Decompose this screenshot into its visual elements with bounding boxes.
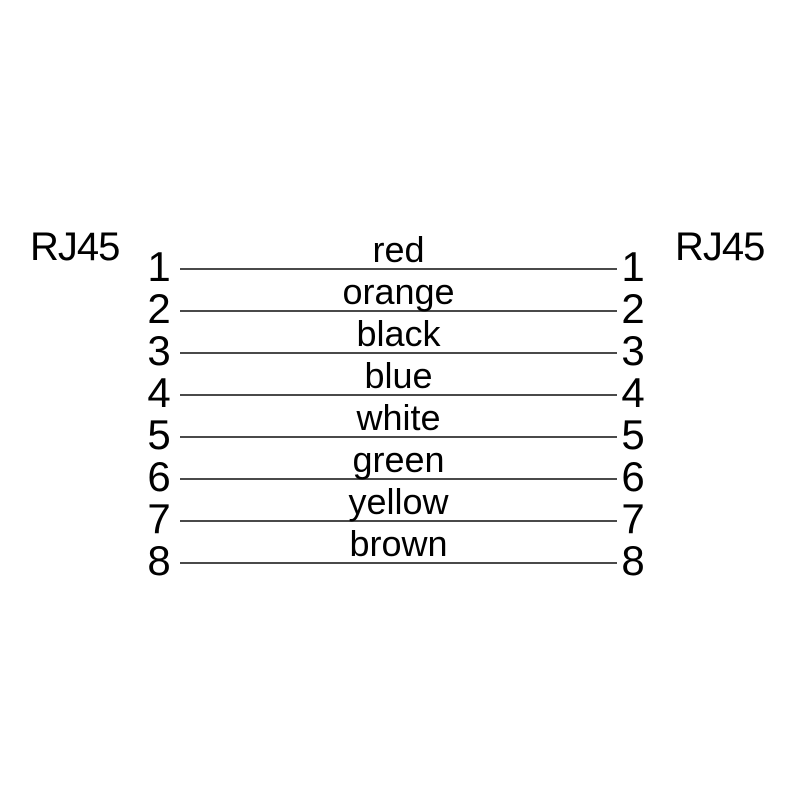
wire-color-label: blue: [364, 355, 433, 396]
pin-number-left: 1: [147, 243, 171, 290]
wire-line: [180, 394, 617, 396]
pin-number-left: 7: [147, 495, 171, 542]
pin-number-left: 5: [147, 411, 171, 458]
wire-line: [180, 352, 617, 354]
pin-number-left: 8: [147, 537, 171, 584]
wire-line: [180, 310, 617, 312]
pin-number-left: 4: [147, 369, 171, 416]
wire-color-label: green: [352, 439, 445, 480]
wire-color-label: black: [356, 313, 441, 354]
pin-number-right: 7: [621, 495, 645, 542]
wire-line: [180, 268, 617, 270]
connector-label-right: RJ45: [675, 225, 765, 269]
pin-number-left: 6: [147, 453, 171, 500]
pin-number-left: 3: [147, 327, 171, 374]
wire-color-label: brown: [349, 523, 448, 564]
pin-number-right: 5: [621, 411, 645, 458]
wire-line: [180, 562, 617, 564]
wire-line: [180, 520, 617, 522]
wire-color-label: orange: [342, 271, 455, 312]
pin-number-right: 3: [621, 327, 645, 374]
wire-color-label: yellow: [348, 481, 449, 522]
wire-color-label: white: [356, 397, 441, 438]
pin-number-right: 6: [621, 453, 645, 500]
pin-number-right: 2: [621, 285, 645, 332]
pin-number-left: 2: [147, 285, 171, 332]
pin-number-right: 8: [621, 537, 645, 584]
connector-label-left: RJ45: [30, 225, 120, 269]
wire-line: [180, 478, 617, 480]
wire-line: [180, 436, 617, 438]
wire-color-label: red: [372, 229, 425, 270]
pin-number-right: 4: [621, 369, 645, 416]
pin-number-right: 1: [621, 243, 645, 290]
